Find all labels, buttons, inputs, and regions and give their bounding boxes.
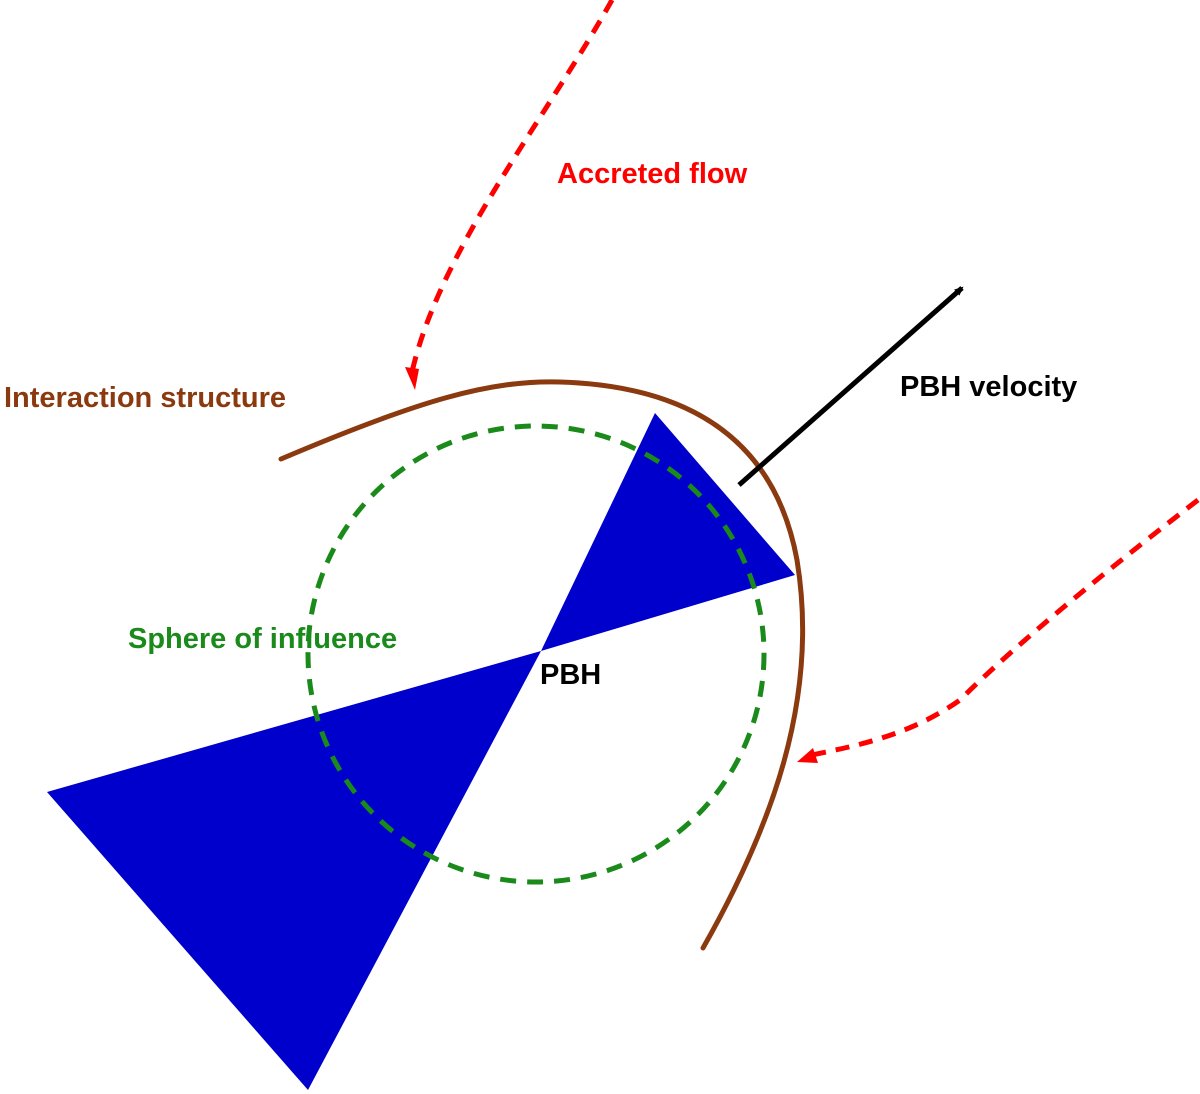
accreted-flow-upper — [409, 0, 615, 373]
pbh-label: PBH — [540, 659, 601, 691]
accreted-flow-upper-arrowhead — [405, 367, 419, 390]
jet-cone-lower — [47, 651, 541, 1090]
interaction-structure-curve — [278, 379, 806, 951]
jet-cone-upper — [541, 413, 795, 651]
accreted-flow-right-arrowhead — [797, 748, 818, 763]
sphere-of-influence-circle — [305, 423, 767, 885]
accreted-flow-label: Accreted flow — [557, 158, 748, 190]
interaction-structure-label: Interaction structure — [4, 382, 286, 414]
accreted-flow-right — [811, 498, 1200, 758]
pbh-velocity-arrow — [737, 286, 964, 487]
sphere-of-influence-label: Sphere of influence — [128, 623, 397, 655]
pbh-velocity-label: PBH velocity — [900, 371, 1077, 403]
